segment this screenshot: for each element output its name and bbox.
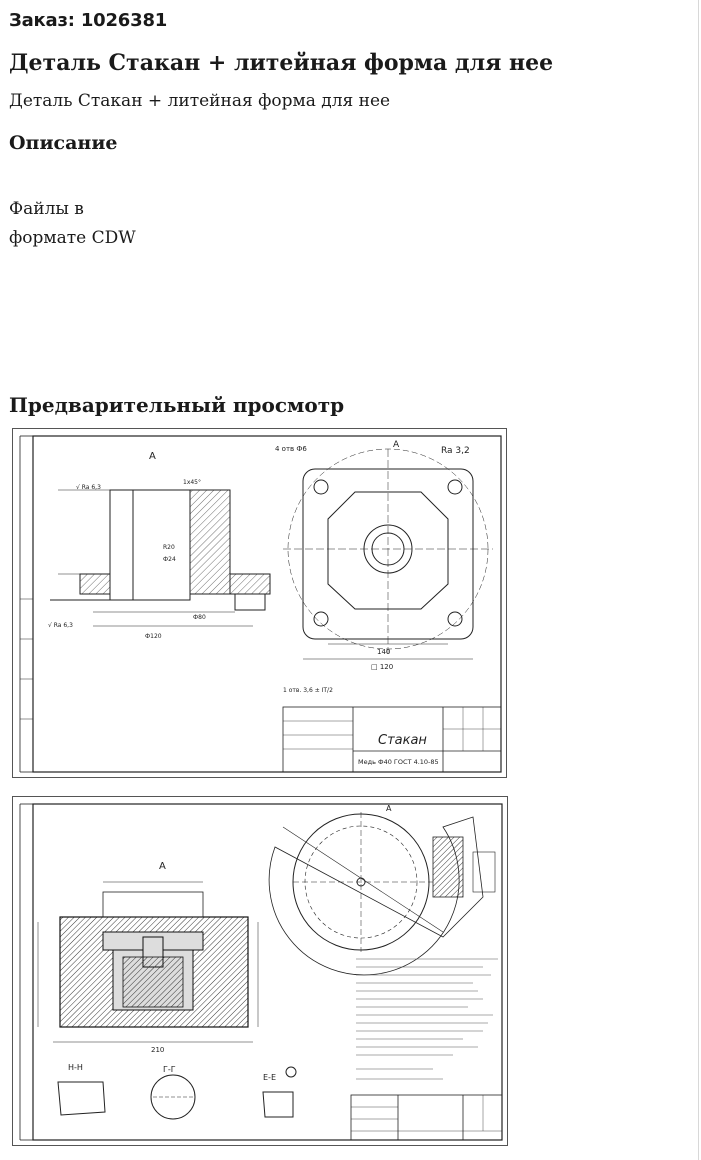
- part-name-label: Стакан: [378, 733, 427, 748]
- svg-text:R20: R20: [163, 544, 175, 551]
- svg-text:Ф24: Ф24: [163, 556, 176, 563]
- order-number: Заказ: 1026381: [9, 10, 168, 31]
- svg-text:1x45°: 1x45°: [183, 479, 201, 486]
- part-roughness: Ra 3,2: [441, 446, 470, 456]
- svg-text:A: A: [149, 451, 156, 462]
- description-text: Файлы в формате CDW: [9, 195, 136, 253]
- description-heading: Описание: [9, 132, 118, 154]
- part-dim-overall: □ 120: [371, 663, 393, 671]
- description-line-1: Файлы в: [9, 199, 84, 219]
- mold-dim-overall: 210: [151, 1046, 164, 1054]
- svg-text:А: А: [386, 804, 392, 813]
- part-dim-inner: 140: [377, 648, 390, 656]
- svg-text:√ Ra 6,3: √ Ra 6,3: [48, 622, 73, 629]
- mold-section-label: Н-Н: [68, 1063, 83, 1072]
- preview-drawing-part[interactable]: √ Ra 6,3 √ Ra 6,3 R20 Ф24 Ф80 Ф120 1x45°…: [12, 428, 507, 778]
- page-title: Деталь Стакан + литейная форма для нее: [9, 50, 554, 76]
- page-subtitle: Деталь Стакан + литейная форма для нее: [9, 91, 391, 111]
- svg-text:Ф80: Ф80: [193, 614, 206, 621]
- part-drawing-svg: √ Ra 6,3 √ Ra 6,3 R20 Ф24 Ф80 Ф120 1x45°…: [19, 435, 502, 773]
- description-line-2: формате CDW: [9, 228, 136, 248]
- part-dim-holes: 4 отв Ф6: [275, 445, 307, 453]
- svg-text:√ Ra 6,3: √ Ra 6,3: [76, 484, 101, 491]
- preview-drawing-mold[interactable]: 210 A Н-Н Г-Г Е-Е А: [12, 796, 508, 1146]
- svg-text:Ф120: Ф120: [145, 633, 162, 640]
- mold-view-label: A: [159, 861, 166, 872]
- svg-text:1 отв. 3,6 ± IT/2: 1 отв. 3,6 ± IT/2: [283, 687, 333, 694]
- svg-text:Е-Е: Е-Е: [263, 1073, 276, 1082]
- mold-drawing-svg: 210 A Н-Н Г-Г Е-Е А: [19, 803, 503, 1141]
- preview-heading: Предварительный просмотр: [9, 393, 345, 417]
- part-material-label: Медь Ф40 ГОСТ 4.10-85: [358, 758, 439, 766]
- svg-text:Г-Г: Г-Г: [163, 1065, 176, 1074]
- svg-text:A: A: [393, 440, 400, 450]
